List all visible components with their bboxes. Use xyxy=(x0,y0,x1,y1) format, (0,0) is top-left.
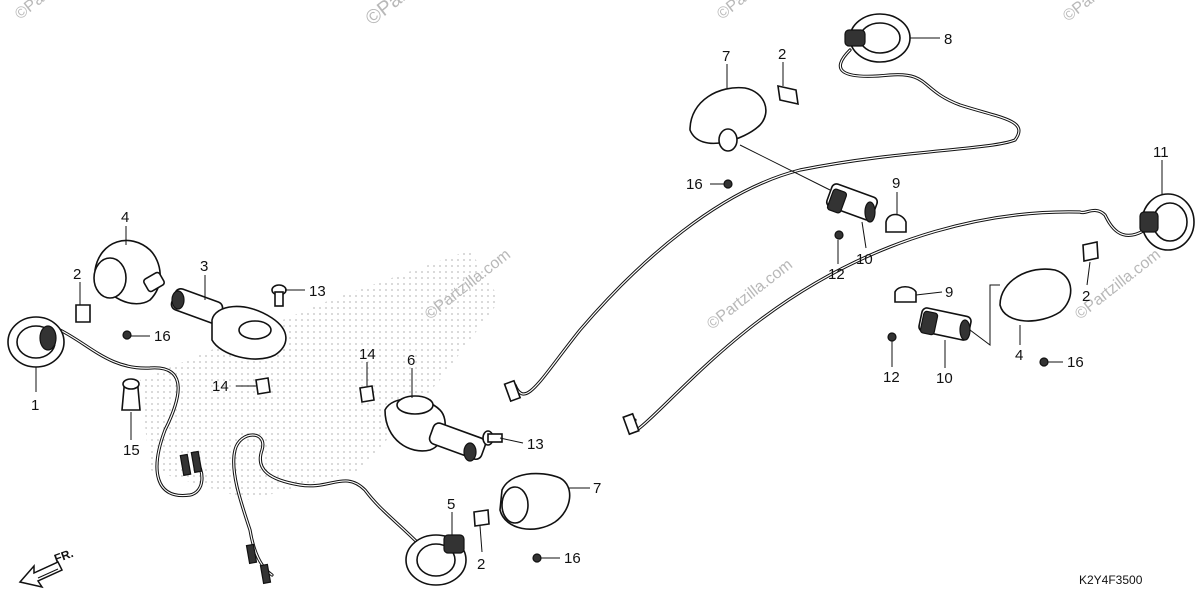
brand-wing-background xyxy=(140,250,500,500)
callout-4: 4 xyxy=(121,209,129,226)
callout-14: 14 xyxy=(359,346,376,363)
callout-15: 15 xyxy=(123,442,140,459)
connector-lower xyxy=(245,543,272,585)
callout-2: 2 xyxy=(778,46,786,63)
callout-7: 7 xyxy=(593,480,601,497)
callout-12: 12 xyxy=(828,266,845,283)
bolt-lower xyxy=(482,430,503,446)
turn-signal-lens-top xyxy=(689,86,767,152)
watermark-1: ©Partzilla.com xyxy=(12,0,104,23)
watermark-5: ©Partzilla.com xyxy=(704,256,796,333)
callout-16: 16 xyxy=(154,328,171,345)
callout-11: 11 xyxy=(1153,144,1169,161)
small-screw-icon xyxy=(834,230,897,342)
callout-16: 16 xyxy=(564,550,581,567)
watermark-top-cut: ©Par xyxy=(362,0,412,30)
clip-right xyxy=(1082,241,1099,262)
callout-14: 14 xyxy=(212,378,229,395)
clip-top xyxy=(777,84,799,106)
callout-2: 2 xyxy=(73,266,81,283)
nut-right xyxy=(359,385,375,403)
callout-7: 7 xyxy=(722,48,730,65)
clip-bottom xyxy=(473,509,490,527)
callout-1: 1 xyxy=(31,397,39,414)
callout-16: 16 xyxy=(686,176,703,193)
callout-3: 3 xyxy=(200,258,208,275)
callout-2: 2 xyxy=(477,556,485,573)
wire-harness-long-a xyxy=(513,48,1021,396)
wire-clamp-lower xyxy=(894,285,917,303)
bolt-upper xyxy=(271,284,287,307)
callout-13: 13 xyxy=(309,283,326,300)
callout-9: 9 xyxy=(945,284,953,301)
callout-10: 10 xyxy=(856,251,873,268)
turn-signal-lens-right xyxy=(999,268,1072,322)
turn-signal-lens-bottom xyxy=(499,472,571,530)
clip-left xyxy=(75,304,91,323)
callout-2: 2 xyxy=(1082,288,1090,305)
connector-end-b xyxy=(622,412,640,436)
connector-end-a xyxy=(503,379,522,403)
signal-stay-arm-right xyxy=(384,395,487,462)
screw-icon xyxy=(122,179,1049,563)
turn-signal-lens-left xyxy=(93,239,165,305)
callout-8: 8 xyxy=(944,31,952,48)
front-direction-arrow-icon xyxy=(18,561,64,589)
signal-housing-lower xyxy=(405,534,467,586)
leader-lines xyxy=(35,37,1163,559)
callout-13: 13 xyxy=(527,436,544,453)
callout-12: 12 xyxy=(883,369,900,386)
callout-10: 10 xyxy=(936,370,953,387)
signal-housing-left xyxy=(7,316,65,368)
diagram-code: K2Y4F3500 xyxy=(1079,573,1143,587)
callout-9: 9 xyxy=(892,175,900,192)
callout-5: 5 xyxy=(447,496,455,513)
connector-left xyxy=(179,450,203,477)
signal-housing-upper-right xyxy=(844,13,911,63)
clip-grommet xyxy=(121,378,141,411)
bulb-socket-upper xyxy=(825,183,879,223)
bulb-socket-lower xyxy=(918,307,972,341)
nut-left xyxy=(255,377,271,395)
signal-stay-arm-left xyxy=(170,288,287,360)
watermark-2: ©Partzilla.com xyxy=(714,0,806,23)
callout-6: 6 xyxy=(407,352,415,369)
callout-4: 4 xyxy=(1015,347,1023,364)
signal-housing-right xyxy=(1139,193,1195,251)
front-label: FR. xyxy=(52,546,75,566)
callout-16: 16 xyxy=(1067,354,1084,371)
watermark-3: ©Partzilla.com xyxy=(1060,0,1152,25)
wire-clamp-upper xyxy=(885,213,907,233)
